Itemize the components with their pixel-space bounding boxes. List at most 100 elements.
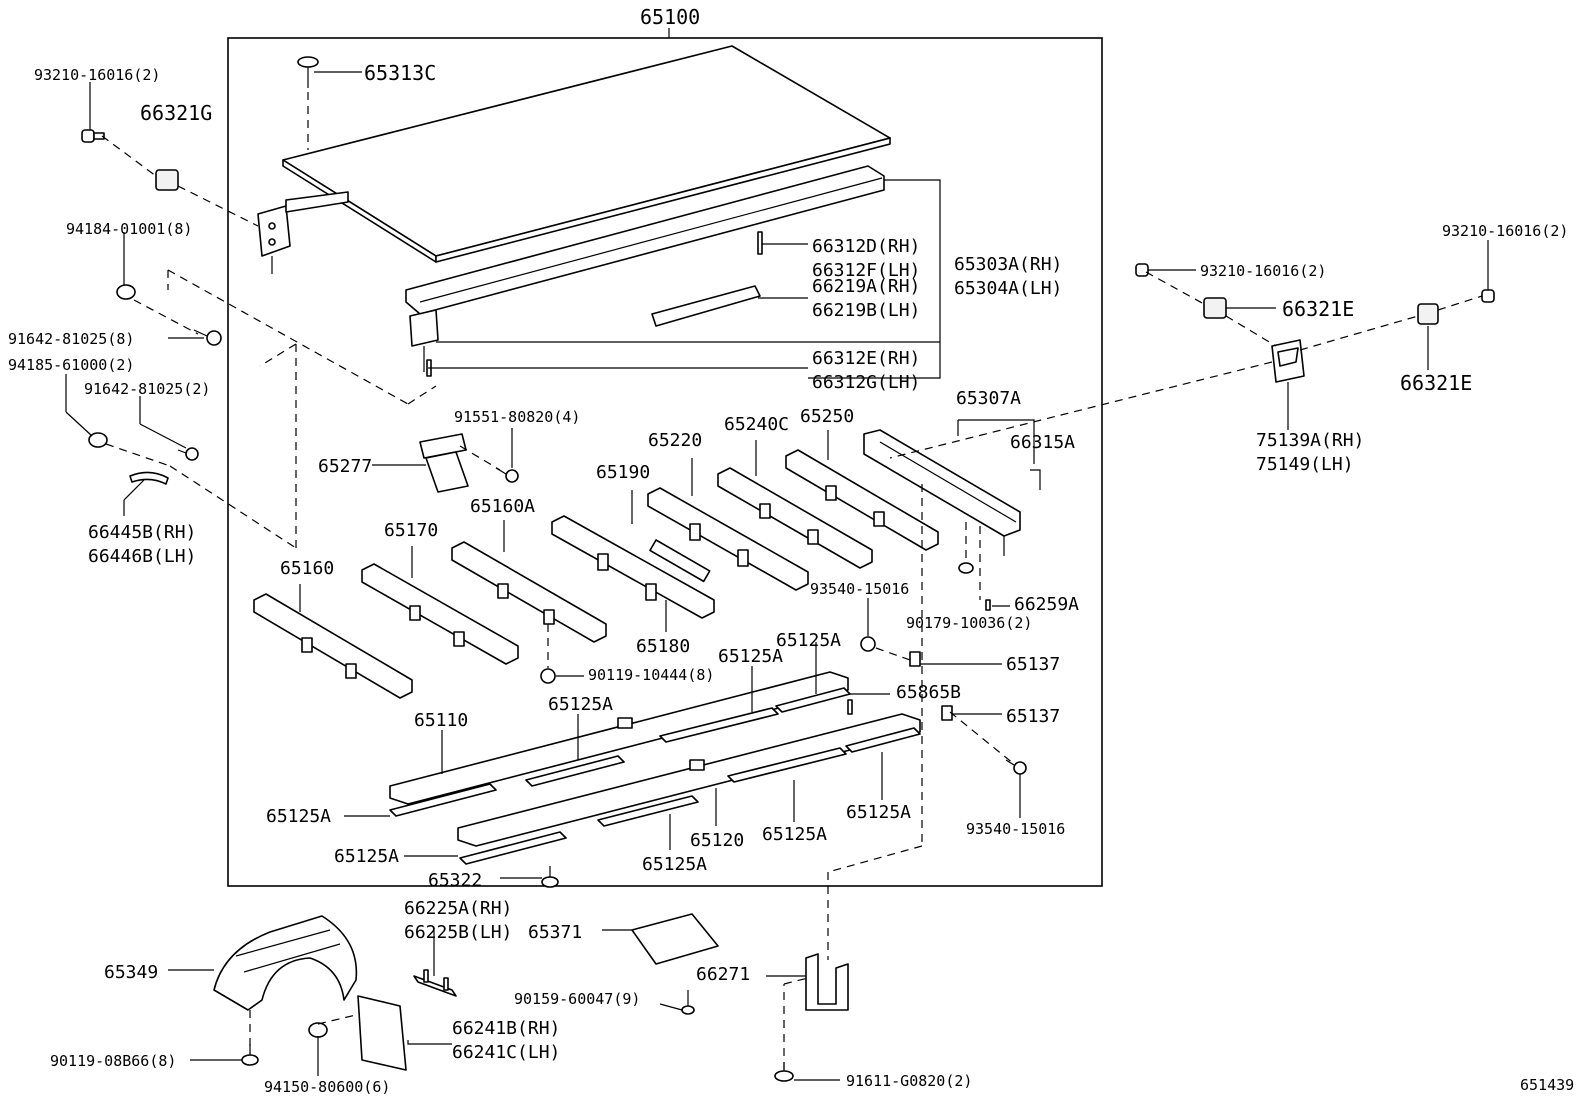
callout-66446B: 66446B(LH) — [88, 546, 196, 567]
callout-65125A-5: 65125A — [334, 846, 399, 867]
callout-65125A-3: 65125A — [548, 694, 613, 715]
callout-65125A-7: 65125A — [762, 824, 827, 845]
callout-66445B: 66445B(RH) — [88, 522, 196, 543]
callout-66312E: 66312E(RH) — [812, 348, 920, 369]
block-66321E-a — [1203, 297, 1227, 319]
callout-65120: 65120 — [690, 830, 744, 851]
callout-65180: 65180 — [636, 636, 690, 657]
fender-65349 — [213, 915, 358, 1011]
callout-65240C: 65240C — [724, 414, 789, 435]
leader-lines — [65, 71, 1489, 1081]
callout-65190: 65190 — [596, 462, 650, 483]
callout-65303A: 65303A(RH) — [954, 254, 1062, 275]
callout-65160A: 65160A — [470, 496, 535, 517]
pin-66259A — [985, 599, 991, 611]
callout-93210-16016-mr: 93210-16016(2) — [1200, 262, 1326, 280]
cross-member-65250 — [785, 449, 939, 551]
block-66321E-b — [1417, 303, 1439, 325]
front-hinge-bracket — [257, 191, 349, 274]
callout-66241B: 66241B(RH) — [452, 1018, 560, 1039]
callout-66219B: 66219B(LH) — [812, 300, 920, 321]
callout-66321E-a: 66321E — [1282, 297, 1354, 321]
callout-93540-15016-b: 93540-15016 — [966, 820, 1065, 838]
cross-member-65160 — [253, 593, 413, 699]
clamp-66445B — [129, 471, 169, 485]
callout-75139A: 75139A(RH) — [1256, 430, 1364, 451]
callout-91551-80820: 91551-80820(4) — [454, 408, 580, 426]
callout-90159-60047: 90159-60047(9) — [514, 990, 640, 1008]
callout-65304A: 65304A(LH) — [954, 278, 1062, 299]
nut-90179 — [958, 562, 974, 574]
mudflap-66241B — [357, 995, 407, 1071]
bolt-65322 — [541, 866, 559, 888]
stiffener-66219 — [651, 285, 761, 327]
callout-65125A-1: 65125A — [776, 630, 841, 651]
bolt-93210-tl — [81, 129, 105, 143]
callout-labels: 65100 65313C 93210-16016(2) 66321G 94184… — [8, 5, 1574, 1096]
callout-93210-16016-fr: 93210-16016(2) — [1442, 222, 1568, 240]
cross-member-65160A — [451, 541, 607, 643]
callout-65137-a: 65137 — [1006, 654, 1060, 675]
sill-65120 — [457, 713, 921, 847]
bracket-66225A — [413, 969, 457, 997]
callout-66321E-b: 66321E — [1400, 371, 1472, 395]
callout-65313C: 65313C — [364, 61, 436, 85]
callout-66225B: 66225B(LH) — [404, 922, 512, 943]
callout-65125A-8: 65125A — [846, 802, 911, 823]
bolt-91642-2 — [177, 447, 199, 461]
bolt-65313C — [297, 56, 319, 88]
plate-65371 — [631, 913, 719, 965]
hook-66315A — [1030, 469, 1041, 490]
callout-65220: 65220 — [648, 430, 702, 451]
cross-member-65180 — [551, 515, 715, 619]
nut-90119-10444 — [540, 668, 556, 684]
callout-66312F: 66312F(LH) — [812, 260, 920, 281]
callout-91611-G0820: 91611-G0820(2) — [846, 1072, 972, 1090]
callout-66315A: 66315A — [1010, 432, 1075, 453]
callout-65125A-2: 65125A — [718, 646, 783, 667]
nut-93540-a — [860, 636, 876, 652]
sill-65110 — [389, 671, 849, 805]
nut-94150 — [308, 1022, 328, 1038]
bolt-93210-fr — [1481, 289, 1495, 303]
callout-65349: 65349 — [104, 962, 158, 983]
callout-65250: 65250 — [800, 406, 854, 427]
assembly-frame — [227, 37, 1103, 887]
callout-90119-08B66: 90119-08B66(8) — [50, 1052, 176, 1070]
callout-65170: 65170 — [384, 520, 438, 541]
step-66271 — [805, 953, 849, 1011]
callout-65865B: 65865B — [896, 682, 961, 703]
bolt-93540-b — [1005, 759, 1027, 775]
callout-65100: 65100 — [640, 5, 700, 29]
nut-94185 — [88, 432, 108, 448]
callout-66259A: 66259A — [1014, 594, 1079, 615]
callout-66312G: 66312G(LH) — [812, 372, 920, 393]
block-66321G — [155, 169, 179, 191]
callout-65125A-4: 65125A — [266, 806, 331, 827]
clip-65137-a — [909, 651, 921, 667]
bolt-90119-08B66 — [241, 1044, 259, 1066]
callout-65322: 65322 — [428, 870, 482, 891]
side-rail — [405, 165, 885, 372]
callout-90179-10036: 90179-10036(2) — [906, 614, 1032, 632]
nut-94184 — [116, 284, 136, 300]
callout-65371: 65371 — [528, 922, 582, 943]
diagram-id: 651439 — [1520, 1076, 1574, 1094]
callout-65307A: 65307A — [956, 388, 1021, 409]
rear-corner-rail — [863, 429, 1021, 556]
strip-65125A-set — [389, 687, 921, 865]
callout-65110: 65110 — [414, 710, 468, 731]
callout-65137-b: 65137 — [1006, 706, 1060, 727]
callout-65160: 65160 — [280, 558, 334, 579]
callout-75149: 75149(LH) — [1256, 454, 1354, 475]
screw-90159 — [681, 990, 695, 1015]
callout-94185-61000: 94185-61000(2) — [8, 356, 134, 374]
pin-65865B — [847, 699, 853, 715]
callout-65277: 65277 — [318, 456, 372, 477]
cross-member-65240C — [717, 467, 873, 569]
pin-66312D — [757, 231, 763, 255]
callout-66312D: 66312D(RH) — [812, 236, 920, 257]
callout-66241C: 66241C(LH) — [452, 1042, 560, 1063]
bracket-65277 — [419, 433, 469, 493]
